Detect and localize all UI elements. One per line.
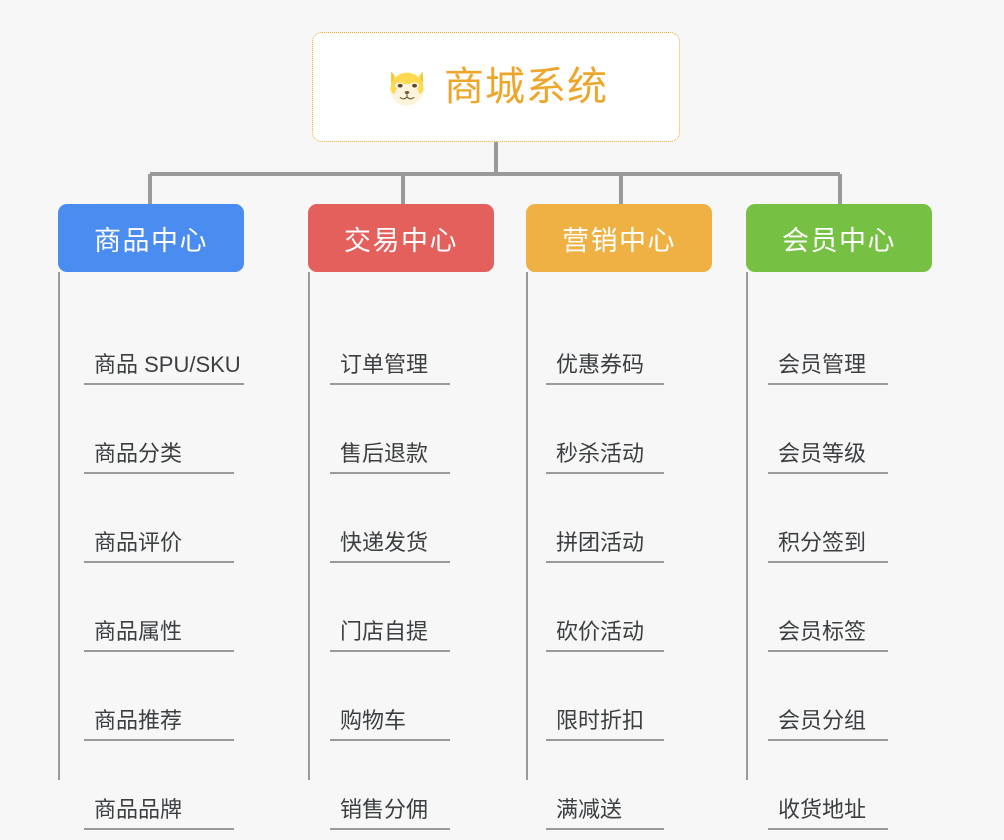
leaf-label: 商品分类 — [84, 441, 234, 474]
leaf-label: 拼团活动 — [546, 530, 664, 563]
leaf-list-trade: 订单管理 售后退款 快递发货 门店自提 购物车 销售分佣 — [308, 272, 494, 830]
category-label: 交易中心 — [344, 225, 458, 256]
leaf-label: 商品 SPU/SKU — [84, 352, 244, 385]
leaf-label: 秒杀活动 — [546, 441, 664, 474]
leaf-label: 收货地址 — [768, 797, 888, 830]
category-column-marketing: 营销中心 优惠券码 秒杀活动 拼团活动 砍价活动 限时折扣 满减送 — [526, 204, 712, 830]
leaf-label: 门店自提 — [330, 619, 450, 652]
list-item[interactable]: 收货地址 — [768, 741, 932, 830]
category-column-member: 会员中心 会员管理 会员等级 积分签到 会员标签 会员分组 收货地址 — [746, 204, 932, 830]
leaf-list-product: 商品 SPU/SKU 商品分类 商品评价 商品属性 商品推荐 商品品牌 — [58, 272, 244, 830]
list-item[interactable]: 快递发货 — [330, 474, 494, 563]
list-item[interactable]: 订单管理 — [330, 296, 494, 385]
list-item[interactable]: 拼团活动 — [546, 474, 712, 563]
list-item[interactable]: 会员管理 — [768, 296, 932, 385]
leaf-label: 商品品牌 — [84, 797, 234, 830]
list-item[interactable]: 会员标签 — [768, 563, 932, 652]
root-node[interactable]: 商城系统 — [312, 32, 680, 142]
leaf-label: 销售分佣 — [330, 797, 450, 830]
leaf-label: 商品推荐 — [84, 708, 234, 741]
leaf-label: 购物车 — [330, 708, 450, 741]
list-item[interactable]: 销售分佣 — [330, 741, 494, 830]
list-item[interactable]: 会员等级 — [768, 385, 932, 474]
list-item[interactable]: 优惠券码 — [546, 296, 712, 385]
leaf-label: 快递发货 — [330, 530, 450, 563]
leaf-label: 会员标签 — [768, 619, 888, 652]
list-item[interactable]: 满减送 — [546, 741, 712, 830]
category-label: 营销中心 — [562, 225, 676, 256]
list-item[interactable]: 门店自提 — [330, 563, 494, 652]
list-item[interactable]: 商品推荐 — [84, 652, 244, 741]
root-title: 商城系统 — [444, 65, 608, 109]
category-column-trade: 交易中心 订单管理 售后退款 快递发货 门店自提 购物车 销售分佣 — [308, 204, 494, 830]
leaf-label: 售后退款 — [330, 441, 450, 474]
list-item[interactable]: 商品评价 — [84, 474, 244, 563]
category-label: 会员中心 — [782, 225, 896, 256]
list-item[interactable]: 售后退款 — [330, 385, 494, 474]
list-item[interactable]: 积分签到 — [768, 474, 932, 563]
leaf-label: 砍价活动 — [546, 619, 664, 652]
list-item[interactable]: 商品品牌 — [84, 741, 244, 830]
shiba-dog-face-icon — [390, 71, 424, 106]
leaf-label: 商品评价 — [84, 530, 234, 563]
leaf-label: 满减送 — [546, 797, 664, 830]
leaf-label: 订单管理 — [330, 352, 450, 385]
category-pill-member[interactable]: 会员中心 — [746, 204, 932, 272]
category-label: 商品中心 — [94, 225, 208, 256]
leaf-label: 会员分组 — [768, 708, 888, 741]
category-column-product: 商品中心 商品 SPU/SKU 商品分类 商品评价 商品属性 商品推荐 商品品牌 — [58, 204, 244, 830]
list-item[interactable]: 购物车 — [330, 652, 494, 741]
leaf-label: 限时折扣 — [546, 708, 664, 741]
category-pill-trade[interactable]: 交易中心 — [308, 204, 494, 272]
list-item[interactable]: 商品 SPU/SKU — [84, 296, 244, 385]
leaf-label: 会员管理 — [768, 352, 888, 385]
list-item[interactable]: 商品属性 — [84, 563, 244, 652]
list-item[interactable]: 砍价活动 — [546, 563, 712, 652]
leaf-list-member: 会员管理 会员等级 积分签到 会员标签 会员分组 收货地址 — [746, 272, 932, 830]
list-item[interactable]: 限时折扣 — [546, 652, 712, 741]
leaf-list-marketing: 优惠券码 秒杀活动 拼团活动 砍价活动 限时折扣 满减送 — [526, 272, 712, 830]
list-item[interactable]: 商品分类 — [84, 385, 244, 474]
category-pill-product[interactable]: 商品中心 — [58, 204, 244, 272]
leaf-label: 优惠券码 — [546, 352, 664, 385]
leaf-label: 商品属性 — [84, 619, 234, 652]
list-item[interactable]: 秒杀活动 — [546, 385, 712, 474]
category-pill-marketing[interactable]: 营销中心 — [526, 204, 712, 272]
list-item[interactable]: 会员分组 — [768, 652, 932, 741]
leaf-label: 积分签到 — [768, 530, 888, 563]
leaf-label: 会员等级 — [768, 441, 888, 474]
